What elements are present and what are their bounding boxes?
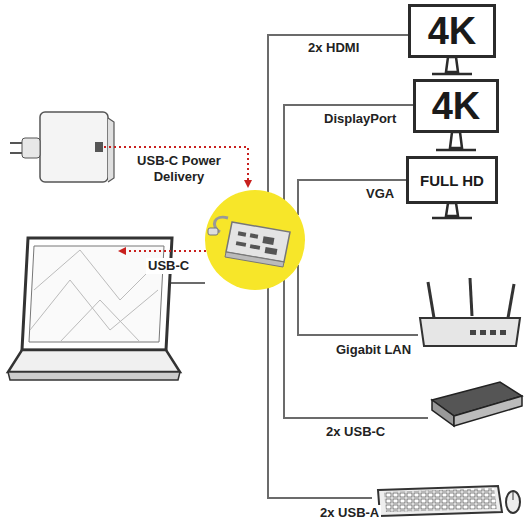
port-label: 2x HDMI: [306, 40, 361, 56]
port-label: VGA: [364, 186, 396, 202]
external-drive: [432, 382, 522, 426]
usb-c-line: [120, 250, 206, 252]
port-label: 2x USB-A: [318, 505, 381, 521]
screen-text: 4K: [432, 87, 481, 125]
screen-text: 4K: [428, 12, 477, 50]
power-charger: [10, 112, 114, 182]
monitor-screen: FULL HD: [406, 156, 498, 204]
connection-label: USB-C Power Delivery: [122, 153, 236, 185]
usb-c-adapter: [208, 217, 290, 267]
monitor-screen: 4K: [413, 79, 499, 133]
monitor-screen: 4K: [408, 4, 496, 58]
keyboard-mouse: [378, 486, 520, 516]
power-delivery-line: [104, 147, 248, 186]
bus-lines: [110, 35, 428, 498]
port-label: DisplayPort: [322, 111, 398, 127]
port-label: 2x USB-C: [324, 424, 387, 440]
port-label: Gigabit LAN: [334, 342, 413, 358]
screen-text: FULL HD: [420, 173, 484, 188]
hub-circle: [205, 190, 305, 290]
connection-label: USB-C: [146, 258, 191, 274]
router: [420, 278, 520, 346]
